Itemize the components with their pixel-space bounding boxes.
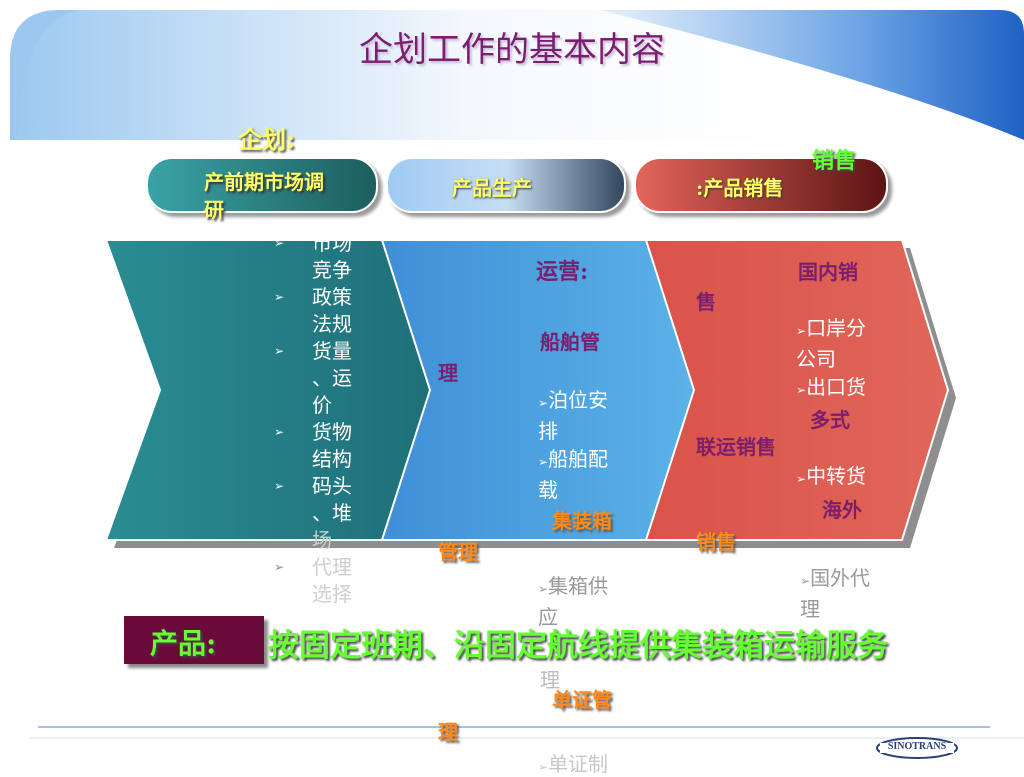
list-item: 理 <box>800 597 820 621</box>
bullet-icon: ➢ <box>274 290 285 304</box>
sales-pill[interactable] <box>634 157 888 213</box>
research-pill-text: 产前期市场调 研 <box>204 168 324 224</box>
bullet-icon: ➢ <box>274 236 285 250</box>
box-mgmt-label: 集装箱 <box>552 509 612 533</box>
production-pill[interactable] <box>386 157 626 213</box>
list-item: 选择 <box>312 582 352 606</box>
logo-icon <box>876 737 958 759</box>
sales-pill-text: :产品销售 <box>696 176 784 200</box>
list-item: ➢泊位安 <box>538 388 609 412</box>
list-item: ➢代理 <box>274 555 352 579</box>
overseas-items: ➢国外代 理 <box>800 564 870 623</box>
ship-mgmt-label: 船舶管 <box>540 330 600 354</box>
sales-chevron <box>644 239 950 541</box>
list-item: 应 <box>538 605 558 629</box>
doc-mgmt-label: 单证管 <box>552 688 612 712</box>
bullet-icon: ➢ <box>274 479 285 493</box>
bullet-icon: ➢ <box>274 560 285 574</box>
doc-item: ➢单证制 <box>538 752 609 776</box>
ship-mgmt-label-tail: 理 <box>438 361 458 385</box>
list-item: ➢货物 <box>274 420 352 444</box>
list-item: 、堆 <box>312 501 352 525</box>
list-item: ➢出口货 <box>796 375 867 399</box>
list-item: ➢码头 <box>274 474 352 498</box>
list-item: ➢集箱供 <box>538 574 609 598</box>
list-item: 、运 <box>312 366 352 390</box>
list-item: ➢船舶配 <box>538 447 609 471</box>
box-items: ➢集箱供 应 <box>538 572 608 631</box>
multimodal-label-tail: 联运销售 <box>696 435 776 459</box>
list-item: 载 <box>538 478 558 502</box>
bullet-icon: ➢ <box>274 344 285 358</box>
ops-heading: 运营: <box>536 259 589 285</box>
product-label-box <box>124 616 264 664</box>
box-mgmt-label-tail: 管理 <box>438 540 478 564</box>
box-tail: 理 <box>540 668 560 692</box>
research-pill-line2: 研 <box>204 198 224 222</box>
overseas-label-tail: 销售 <box>696 530 736 554</box>
product-description: 按固定班期、沿固定航线提供集装箱运输服务 <box>268 628 888 664</box>
bullet-icon: ➢ <box>274 425 285 439</box>
research-list: ➢市场竞争 ➢政策法规 ➢货量、运价 ➢货物结构 ➢码头、堆场 ➢代理选择 <box>272 230 372 608</box>
list-item: 结构 <box>312 447 352 471</box>
domestic-sales-label-tail: 售 <box>696 290 716 314</box>
list-item: 价 <box>312 393 332 417</box>
list-item: ➢口岸分 <box>796 316 867 340</box>
multimodal-label: 多式 <box>810 408 850 432</box>
research-pill-line1: 产前期市场调 <box>204 170 324 194</box>
transit-item: ➢中转货 <box>796 464 867 488</box>
sinotrans-logo: SINOTRANS <box>874 736 960 760</box>
list-item: ➢货量 <box>274 339 352 363</box>
list-item: 公司 <box>796 347 836 371</box>
list-item: ➢国外代 <box>800 566 871 590</box>
list-item: ➢市场 <box>274 231 352 255</box>
list-item: 竞争 <box>312 258 352 282</box>
doc-mgmt-label-tail: 理 <box>438 720 458 744</box>
domestic-sales-label: 国内销 <box>798 260 858 284</box>
product-label: 产品: <box>150 627 217 660</box>
list-item: 场 <box>312 528 332 552</box>
sales-pill-top: 销售 <box>812 148 857 174</box>
list-item: ➢政策 <box>274 285 352 309</box>
logo-text: SINOTRANS <box>887 741 947 752</box>
domestic-items: ➢口岸分 公司 ➢出口货 <box>796 314 896 404</box>
ship-items: ➢泊位安 排 ➢船舶配 载 <box>538 386 628 504</box>
list-item: 法规 <box>312 312 352 336</box>
overseas-label: 海外 <box>822 498 862 522</box>
research-chevron <box>104 239 438 541</box>
planning-label: 企划: <box>238 125 295 154</box>
list-item: 排 <box>538 419 558 443</box>
page-title: 企划工作的基本内容 <box>359 30 665 70</box>
production-pill-text: 产品生产 <box>452 176 532 200</box>
research-pill[interactable] <box>146 157 378 213</box>
